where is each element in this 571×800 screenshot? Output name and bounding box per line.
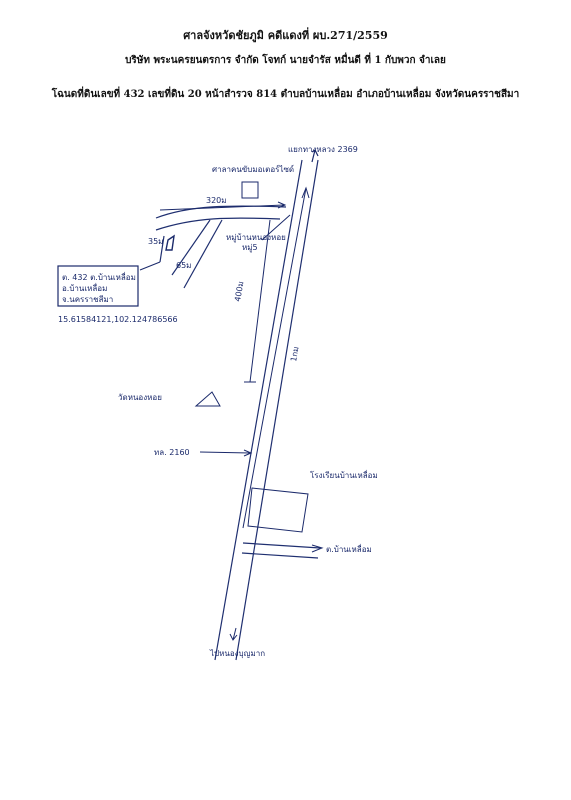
highway-right-edge (235, 159, 319, 661)
house-icon (241, 181, 259, 199)
dist-400-label: 400ม (233, 281, 245, 303)
school-label: โรงเรียนบ้านเหลื่อม (310, 469, 378, 480)
branch-road-right (183, 219, 223, 289)
branch-road-left (171, 219, 211, 276)
court-case-title: ศาลจังหวัดชัยภูมิ คดีแดงที่ ผบ.271/2559 (183, 29, 388, 42)
road-right-arrow (311, 544, 324, 553)
village-arrow (261, 214, 291, 241)
dist-1km-arrow (301, 186, 310, 199)
plot-north-dim: 35ม (148, 237, 163, 246)
dist-400-line (249, 219, 271, 383)
temple-icon (194, 391, 221, 407)
house-label: ศาลาคนขับมอเตอร์ไซด์ (212, 164, 294, 174)
plot-access-road (159, 235, 165, 263)
coords-label: 15.61584121,102.124786566 (58, 315, 178, 324)
highway-label: ทล. 2160 (154, 448, 190, 457)
dist-320-label: 320ม (206, 196, 227, 205)
highway-arrow (199, 449, 253, 457)
south-arrow (229, 627, 238, 641)
school-icon (247, 487, 309, 533)
deed-line: โฉนดที่ดินเลขที่ 432 เลขที่ดิน 20 หน้าสำ… (51, 89, 520, 100)
to-bottom-label: ไปหนองบุญมาก (209, 649, 265, 658)
temple-label: วัดหนองหอย (118, 393, 162, 402)
plot-east-dim: 65ม (176, 261, 191, 270)
junction-label: แยกทางหลวง 2369 (288, 145, 358, 154)
highway-left-edge (214, 159, 303, 661)
village-label-1: หมู่บ้านหนองหอย (226, 233, 286, 243)
road-right-bottom (241, 552, 319, 559)
legend-box (57, 265, 139, 307)
parties-line: บริษัท พระนครยนตรการ จำกัด โจทก์ นายจำรั… (125, 55, 446, 66)
dist-1km-label: 1กม (289, 346, 301, 363)
legend-line-1: ต. 432 ต.บ้านเหลื่อม (62, 271, 136, 282)
village-label-2: หมู่5 (242, 243, 258, 253)
legend-line-2: อ.บ้านเหลื่อม (62, 282, 107, 293)
dist-320-arrow (159, 201, 287, 211)
plot-arrow (139, 261, 161, 271)
road-right-top (242, 542, 321, 549)
legend-line-3: จ.นครราชสีมา (62, 295, 113, 304)
dist-1km-line (242, 187, 307, 529)
side-road-bottom (155, 217, 281, 231)
north-arrow-icon (311, 149, 319, 163)
side-road-top (155, 205, 287, 219)
plot-marker-icon (165, 234, 175, 251)
to-right-label: ต.บ้านเหลื่อม (326, 543, 372, 554)
